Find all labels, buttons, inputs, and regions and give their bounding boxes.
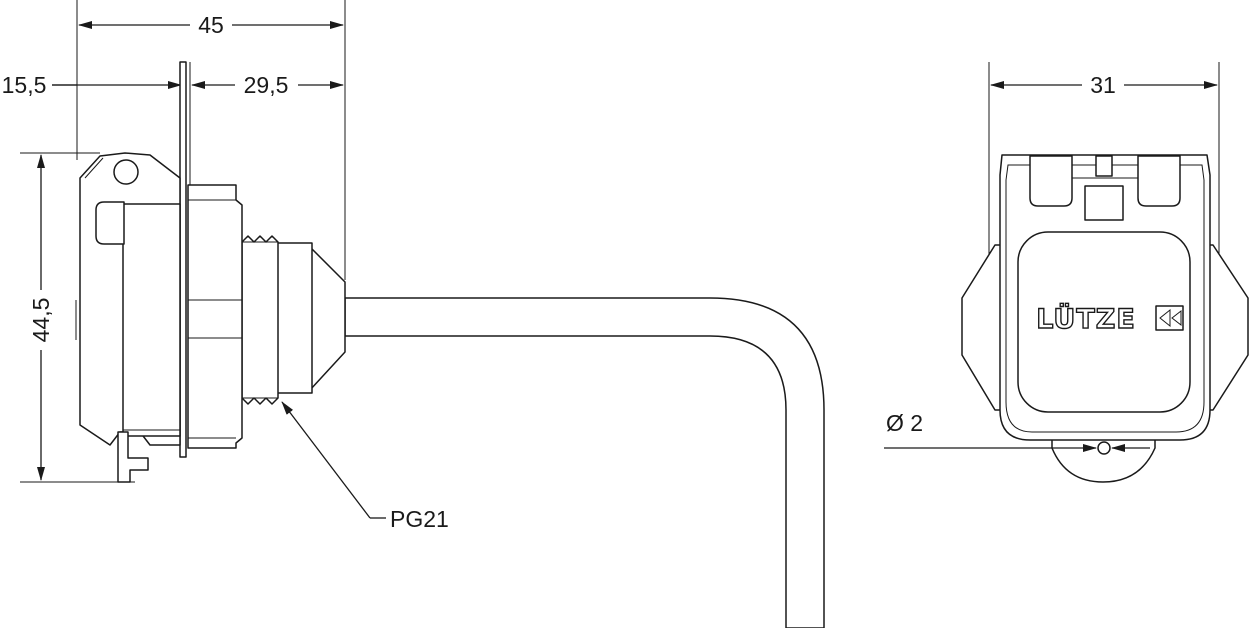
hex-nut xyxy=(187,184,243,449)
dimension-overall-length-label: 45 xyxy=(198,12,224,38)
lutze-logo: LÜTZE xyxy=(1035,301,1184,336)
dimension-front-section: 15,5 xyxy=(2,72,182,98)
logo-text: LÜTZE xyxy=(1036,302,1136,335)
hole-diameter-callout: Ø 2 xyxy=(884,410,1150,452)
thread-label: PG21 xyxy=(390,506,449,532)
dimension-height-label: 44,5 xyxy=(28,298,54,343)
flange-plate xyxy=(179,61,187,458)
cable xyxy=(344,297,825,628)
front-panel xyxy=(1017,231,1191,413)
hole-diameter-label: Ø 2 xyxy=(886,410,923,436)
cable-gland xyxy=(309,246,346,391)
hinge-pin-icon xyxy=(113,159,139,185)
side-view: 45 15,5 29,5 44,5 xyxy=(2,0,825,628)
hole-icon xyxy=(1097,441,1111,455)
latch-detail xyxy=(1029,155,1181,221)
front-view: 31 LÜTZE Ø 2 xyxy=(884,62,1249,483)
thread-body xyxy=(241,235,313,405)
dimension-rear-section: 29,5 xyxy=(191,72,344,98)
thread-callout: PG21 xyxy=(281,401,449,532)
dimension-width-label: 31 xyxy=(1090,72,1116,98)
dimension-rear-section-label: 29,5 xyxy=(244,72,289,98)
dimension-overall-length: 45 xyxy=(78,12,344,38)
dimension-width: 31 xyxy=(990,72,1218,98)
connector-housing xyxy=(75,152,181,483)
dimension-front-section-label: 15,5 xyxy=(2,72,47,98)
dimension-height: 44,5 xyxy=(20,152,135,483)
